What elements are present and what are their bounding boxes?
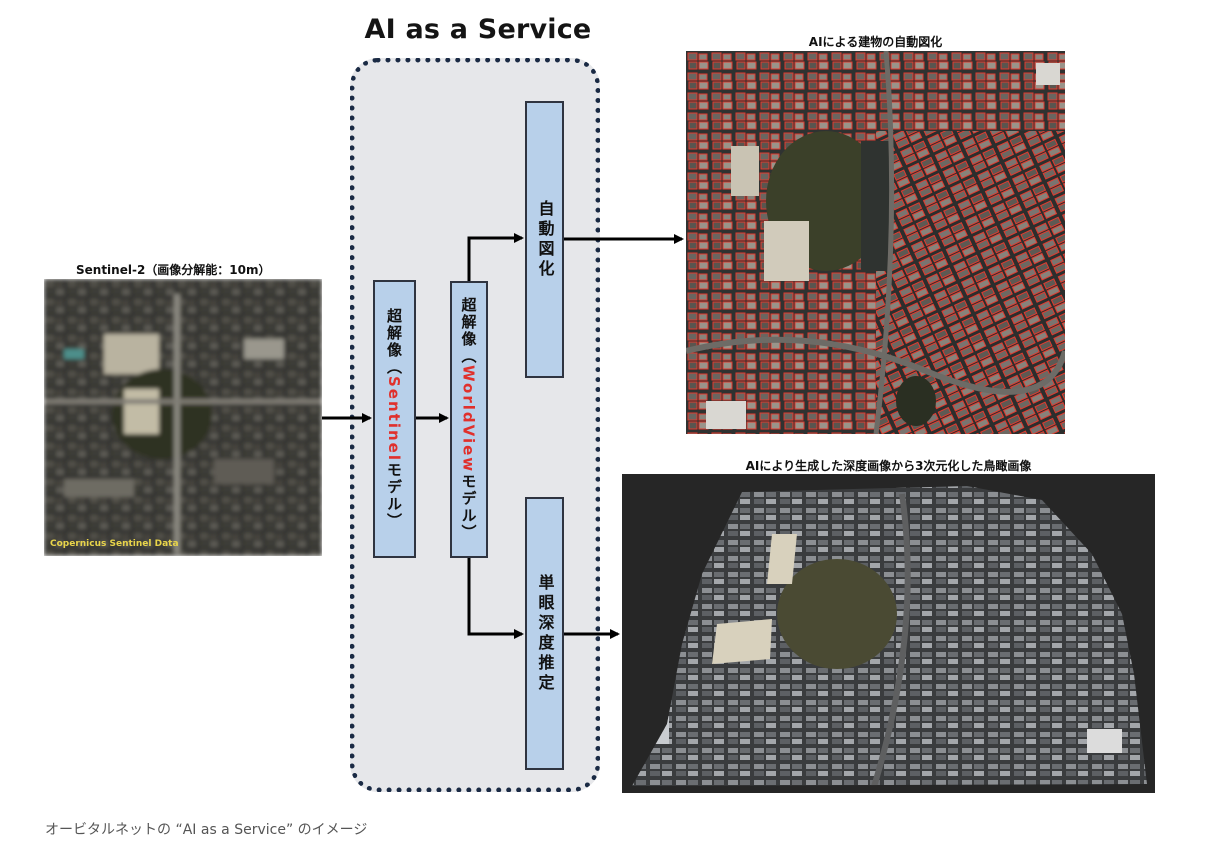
block-sr-sentinel-paren-open: （	[385, 359, 403, 377]
arrow-to-auto-mapping	[467, 233, 524, 281]
input-image-caption: Sentinel-2（画像分解能：10m）	[76, 263, 271, 277]
building-map-caption: AIによる建物の自動図化	[808, 35, 943, 49]
super-resolution-sentinel-label: 超解像（Sentinelモデル）	[384, 308, 405, 530]
footer-caption: オービタルネットの “AI as a Service” のイメージ	[45, 822, 368, 838]
block-sr-worldview-paren-open: （	[459, 348, 478, 366]
service-title: AI as a Service	[364, 14, 592, 45]
super-resolution-worldview-block: 超解像（WorldViewモデル）	[450, 281, 488, 558]
block-sr-worldview-paren-close: ）	[459, 524, 478, 542]
model-name-worldview: WorldView	[459, 365, 478, 474]
auto-mapping-block: 自動図化	[525, 101, 564, 378]
auto-mapping-label: 自動図化	[535, 199, 555, 280]
sentinel-input-image: Copernicus Sentinel Data	[44, 279, 322, 556]
depth-estimation-label: 単眼深度推定	[535, 573, 555, 694]
birdseye-caption: AIにより生成した深度画像から3次元化した鳥瞰画像	[745, 459, 1032, 473]
block-sr-sentinel-post: モデル	[385, 461, 403, 513]
arrow-to-depth-estimation	[467, 558, 524, 639]
block-sr-worldview-pre: 超解像	[459, 297, 478, 349]
block-sr-sentinel-pre: 超解像	[385, 308, 403, 360]
depth-estimation-block: 単眼深度推定	[525, 497, 564, 770]
block-sr-sentinel-paren-close: ）	[385, 512, 403, 530]
model-name-sentinel: Sentinel	[385, 376, 403, 462]
block-sr-worldview-post: モデル	[459, 473, 478, 525]
super-resolution-sentinel-block: 超解像（Sentinelモデル）	[373, 280, 416, 558]
copernicus-watermark: Copernicus Sentinel Data	[50, 539, 179, 549]
birdseye-3d-image	[622, 474, 1155, 793]
building-map-image	[686, 51, 1065, 434]
super-resolution-worldview-label: 超解像（WorldViewモデル）	[459, 297, 480, 541]
